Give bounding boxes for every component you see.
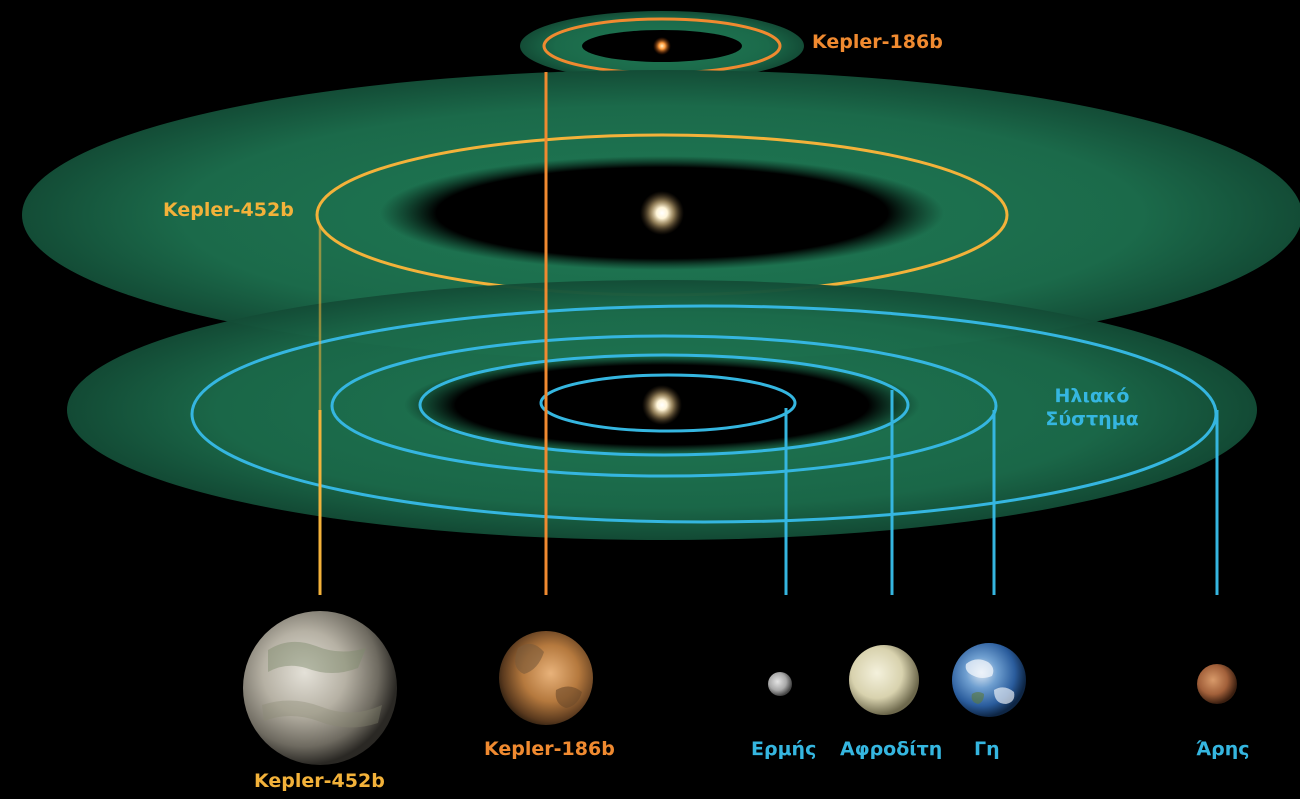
- sun: [642, 385, 682, 425]
- venus-planet: [849, 645, 919, 715]
- solar-system: [67, 280, 1257, 540]
- planet-row: [243, 611, 1237, 765]
- mercury-label: Ερμής: [751, 738, 817, 760]
- mercury-planet: [768, 672, 792, 696]
- mars-planet: [1197, 664, 1237, 704]
- earth-label: Γη: [974, 738, 1000, 760]
- kepler-186-star: [653, 37, 671, 55]
- kepler-452b-planet-label: Kepler-452b: [254, 770, 385, 792]
- kepler-186-system: [520, 11, 804, 81]
- earth-orbit: [330, 334, 998, 478]
- earth-planet: [952, 643, 1026, 717]
- venus-orbit: [418, 353, 910, 457]
- kepler-452b-system-label: Kepler-452b: [163, 199, 294, 221]
- connector-lines: [318, 72, 1219, 595]
- kepler-186b-system-label: Kepler-186b: [812, 31, 943, 53]
- kepler-452b-planet: [243, 611, 397, 765]
- solar-system-label-line2: Σύστημα: [1045, 407, 1139, 430]
- kepler-186b-planet: [499, 631, 593, 725]
- mars-label: Άρης: [1196, 738, 1250, 760]
- kepler-452-star: [640, 191, 684, 235]
- kepler-186b-planet-label: Kepler-186b: [484, 738, 615, 760]
- venus-label: Αφροδίτη: [840, 738, 943, 760]
- solar-system-label: Ηλιακό Σύστημα: [1032, 385, 1152, 431]
- solar-system-label-line1: Ηλιακό: [1054, 385, 1130, 407]
- mercury-orbit: [539, 373, 797, 433]
